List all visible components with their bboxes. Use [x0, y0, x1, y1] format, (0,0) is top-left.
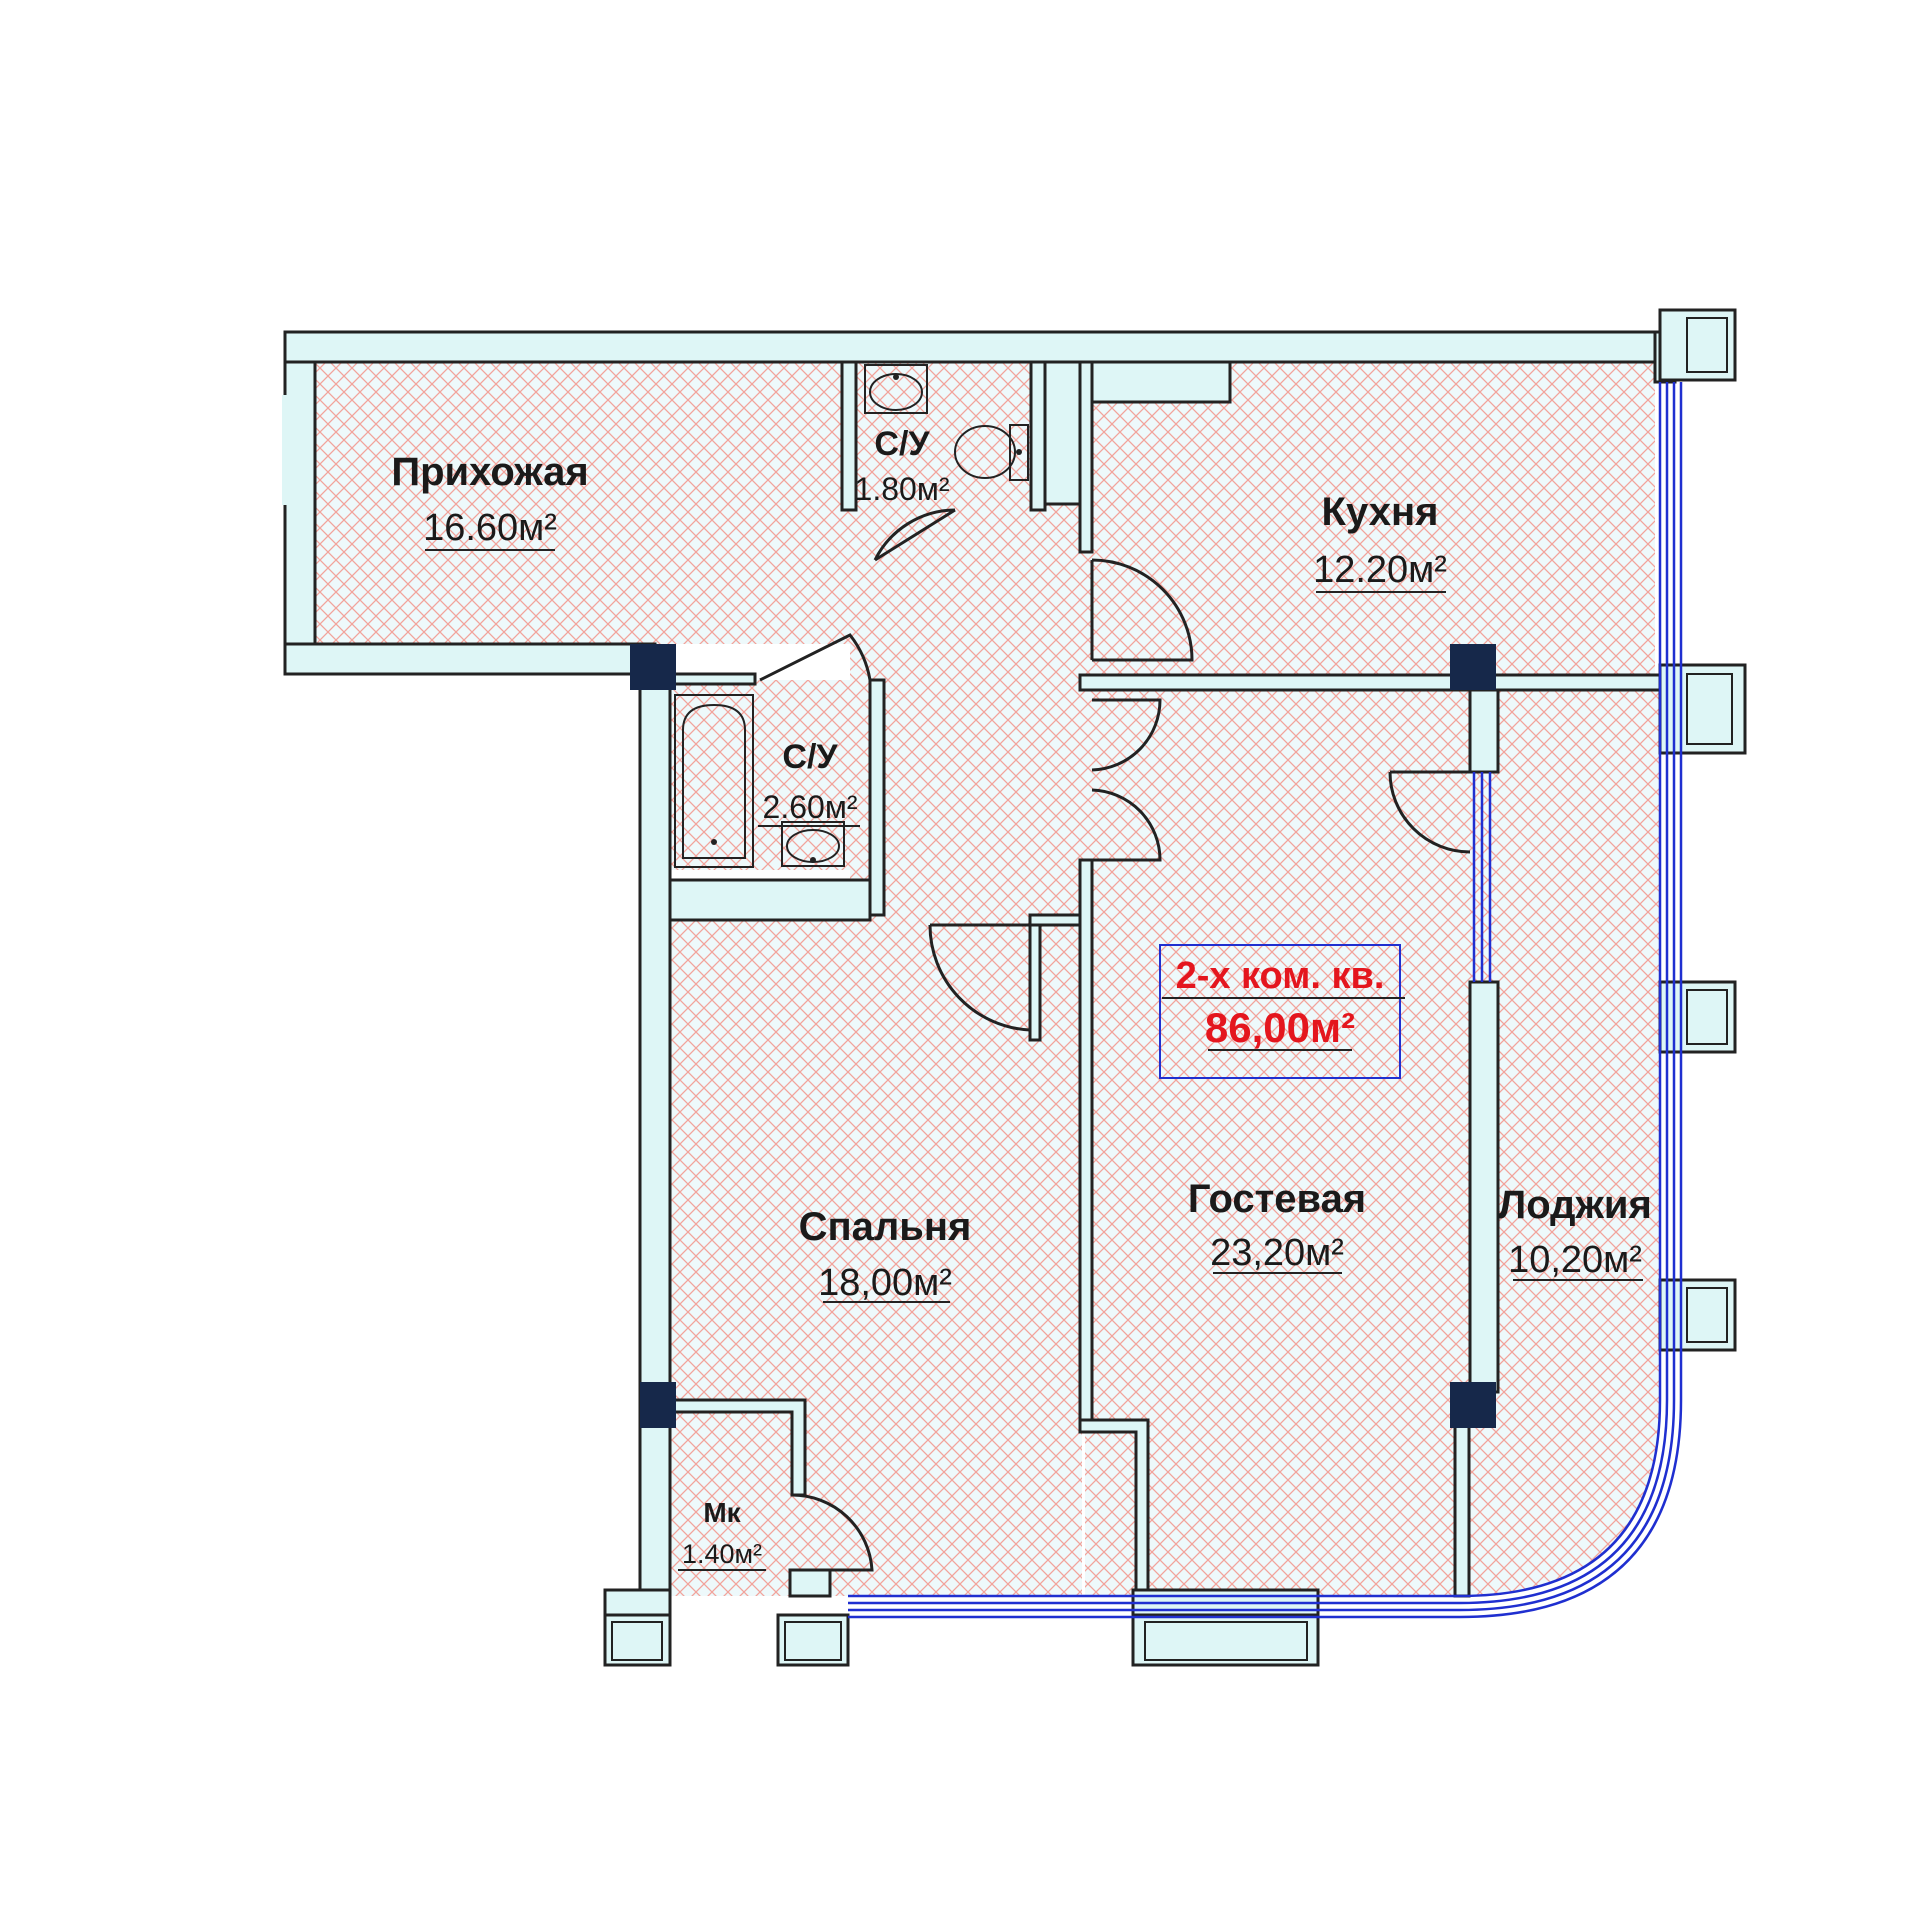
wall-loggia-bottom: [1453, 1418, 1471, 1598]
wall-shaft: [1043, 360, 1087, 506]
wall-wc1-left: [840, 360, 858, 512]
summary-type: 2-х ком. кв.: [1176, 955, 1385, 997]
door-wc1: [873, 508, 956, 562]
room-living: Гостевая 23,20м²: [1188, 1177, 1366, 1274]
wall-wc1-right: [1029, 360, 1047, 512]
wall-hallway-bottom: [283, 642, 657, 676]
wall-kitchen-stub: [1083, 360, 1232, 404]
room-hallway-name: Прихожая: [391, 450, 588, 494]
room-living-area: 23,20м²: [1210, 1232, 1344, 1274]
summary-frame: [1159, 944, 1401, 1079]
columns: [630, 644, 1496, 1428]
wall-wc2-bottom: [668, 878, 872, 922]
wall-kitchen-left: [1078, 360, 1094, 554]
door-wardrobe-1: [1091, 698, 1162, 772]
floor-wc1: [856, 360, 1031, 508]
room-wc2-area: 2.60м²: [763, 789, 858, 825]
room-loggia-name: Лоджия: [1498, 1183, 1652, 1227]
room-loggia: Лоджия 10,20м²: [1498, 1183, 1652, 1281]
fixtures: [674, 364, 1029, 868]
wall-bedroom-living: [1078, 858, 1094, 1422]
room-closet-area: 1.40м²: [682, 1539, 762, 1569]
room-hallway: Прихожая 16.60м²: [391, 450, 589, 551]
wall-bottom-left: [603, 1588, 672, 1617]
summary-total-area: 86,00м²: [1205, 1004, 1355, 1051]
floor-areas: [315, 360, 1660, 1596]
room-hallway-area: 16.60м²: [423, 507, 557, 549]
column-2: [1450, 644, 1496, 690]
room-wc1: С/У 1.80м²: [855, 425, 950, 507]
room-bedroom-area: 18,00м²: [818, 1262, 952, 1304]
walls: [282, 330, 1677, 1617]
room-labels: Прихожая 16.60м² С/У 1.80м² Кухня 12.20м…: [391, 425, 1652, 1571]
sink-wc2-icon: [781, 821, 845, 867]
wall-wc2-top: [668, 672, 757, 686]
room-loggia-area: 10,20м²: [1508, 1239, 1642, 1281]
room-kitchen: Кухня 12.20м²: [1313, 490, 1447, 593]
floor-wc2: [670, 680, 870, 870]
door-loggia: [1388, 770, 1471, 854]
wall-loggia-upper: [1468, 688, 1500, 774]
room-kitchen-name: Кухня: [1322, 490, 1439, 534]
door-kitchen: [1090, 558, 1194, 662]
floor-loggia: [1460, 690, 1660, 1596]
room-closet-name: Мк: [703, 1497, 741, 1528]
apartment-summary: 2-х ком. кв. 86,00м²: [1159, 944, 1405, 1079]
sink-wc1-icon: [864, 364, 928, 414]
glazing: [848, 382, 1683, 1619]
floor-closet: [670, 1430, 790, 1596]
door-bedroom: [928, 923, 1032, 1032]
wall-kitchen-bottom: [1078, 673, 1662, 692]
bathtub-icon: [674, 694, 754, 868]
wall-top: [283, 330, 1677, 364]
door-wardrobe-2: [1091, 788, 1162, 862]
door-wc2: [759, 633, 872, 682]
room-wc2: С/У 2.60м²: [758, 738, 860, 827]
column-4: [1450, 1382, 1496, 1428]
room-wc2-name: С/У: [782, 738, 838, 776]
column-1: [630, 644, 676, 690]
column-3: [640, 1382, 676, 1428]
toilet-wc1-icon: [954, 424, 1029, 481]
wall-wc2-right: [868, 678, 886, 917]
room-wc1-name: С/У: [874, 425, 930, 463]
room-kitchen-area: 12.20м²: [1313, 549, 1447, 591]
room-bedroom: Спальня 18,00м²: [799, 1205, 972, 1304]
room-closet: Мк 1.40м²: [678, 1497, 766, 1571]
room-living-name: Гостевая: [1188, 1177, 1366, 1221]
floor-kitchen: [1085, 360, 1655, 675]
doors: [759, 508, 1471, 1572]
door-closet: [791, 1493, 874, 1572]
room-wc1-area: 1.80м²: [855, 471, 950, 507]
wall-loggia-lower: [1468, 980, 1500, 1394]
floor-corridor: [850, 520, 1085, 920]
wall-closet-bottom: [788, 1568, 832, 1598]
room-bedroom-name: Спальня: [799, 1205, 972, 1249]
